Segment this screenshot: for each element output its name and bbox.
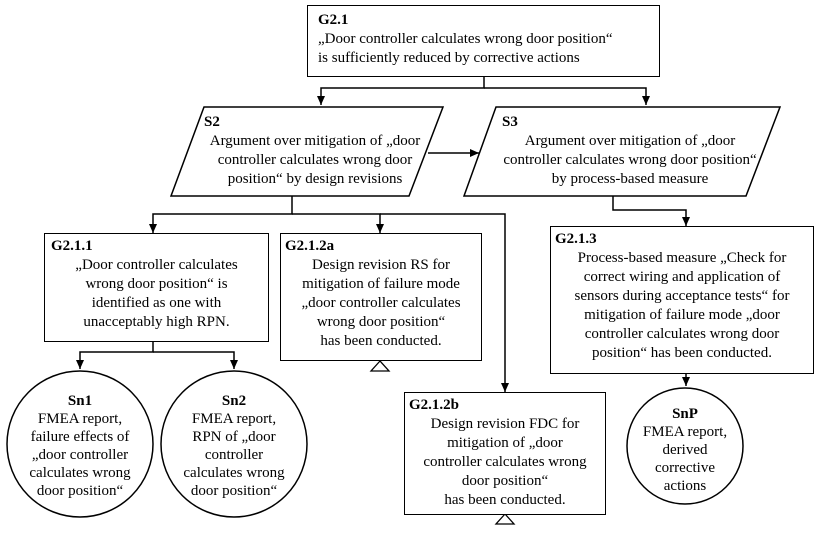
sn2-shape [160, 370, 308, 518]
goal-text: Process-based measure „Check for correct… [574, 250, 790, 361]
edge-g211-sn1 [76, 342, 154, 369]
snp-shape [626, 387, 744, 505]
s3-shape [462, 106, 782, 197]
edge-g211-sn2 [153, 351, 238, 369]
undeveloped-marker-g212b [494, 513, 516, 525]
strategy-id: S3 [502, 114, 518, 130]
goal-g2-1-2a: G2.1.2a Design revision RS for mitigatio… [280, 233, 482, 361]
edge-s2-g212a [292, 213, 384, 233]
goal-id: G2.1.2a [285, 238, 335, 254]
strategy-s3: S3 Argument over mitigation of „door con… [470, 113, 770, 197]
solution-text: FMEA report, derived corrective actions [642, 424, 728, 494]
goal-g2-1: G2.1 „Door controller calculates wrong d… [307, 5, 660, 77]
goal-text: Design revision RS for mitigation of fai… [301, 257, 461, 349]
goal-g2-1-1: G2.1.1 „Door controller calculates wrong… [44, 233, 269, 342]
solution-snp: SnP FMEA report, derived corrective acti… [630, 405, 740, 495]
strategy-id: S2 [204, 114, 220, 130]
solution-id: Sn2 [221, 393, 247, 409]
sn1-shape [6, 370, 154, 518]
edge-s3-g213 [612, 196, 690, 226]
edge-g21-s2 [317, 77, 485, 105]
solution-id: Sn1 [67, 393, 93, 409]
strategy-text: Argument over mitigation of „door contro… [209, 133, 421, 187]
goal-g2-1-3: G2.1.3 Process-based measure „Check for … [550, 226, 814, 374]
edge-s2-g212b [380, 213, 509, 392]
strategy-text: Argument over mitigation of „door contro… [503, 133, 757, 187]
s2-shape [169, 106, 445, 197]
goal-id: G2.1.2b [409, 397, 460, 413]
goal-text: „Door controller calculates wrong door p… [75, 257, 238, 330]
goal-id: G2.1 [318, 12, 349, 28]
edge-s2-g211 [149, 196, 293, 233]
goal-g2-1-2b: G2.1.2b Design revision FDC for mitigati… [404, 392, 606, 515]
goal-text: „Door controller calculates wrong door p… [318, 31, 613, 66]
goal-id: G2.1.1 [51, 238, 93, 254]
solution-text: FMEA report, failure effects of „door co… [29, 411, 131, 499]
goal-id: G2.1.3 [555, 231, 597, 247]
solution-sn1: Sn1 FMEA report, failure effects of „doo… [12, 392, 148, 502]
goal-text: Design revision FDC for mitigation of „d… [423, 416, 587, 508]
undeveloped-marker-g212a [369, 360, 391, 372]
edge-g21-s3 [484, 87, 650, 105]
solution-sn2: Sn2 FMEA report, RPN of „door controller… [166, 392, 302, 502]
strategy-s2: S2 Argument over mitigation of „door con… [176, 113, 444, 197]
solution-text: FMEA report, RPN of „door controller cal… [183, 411, 285, 499]
solution-id: SnP [672, 406, 698, 422]
